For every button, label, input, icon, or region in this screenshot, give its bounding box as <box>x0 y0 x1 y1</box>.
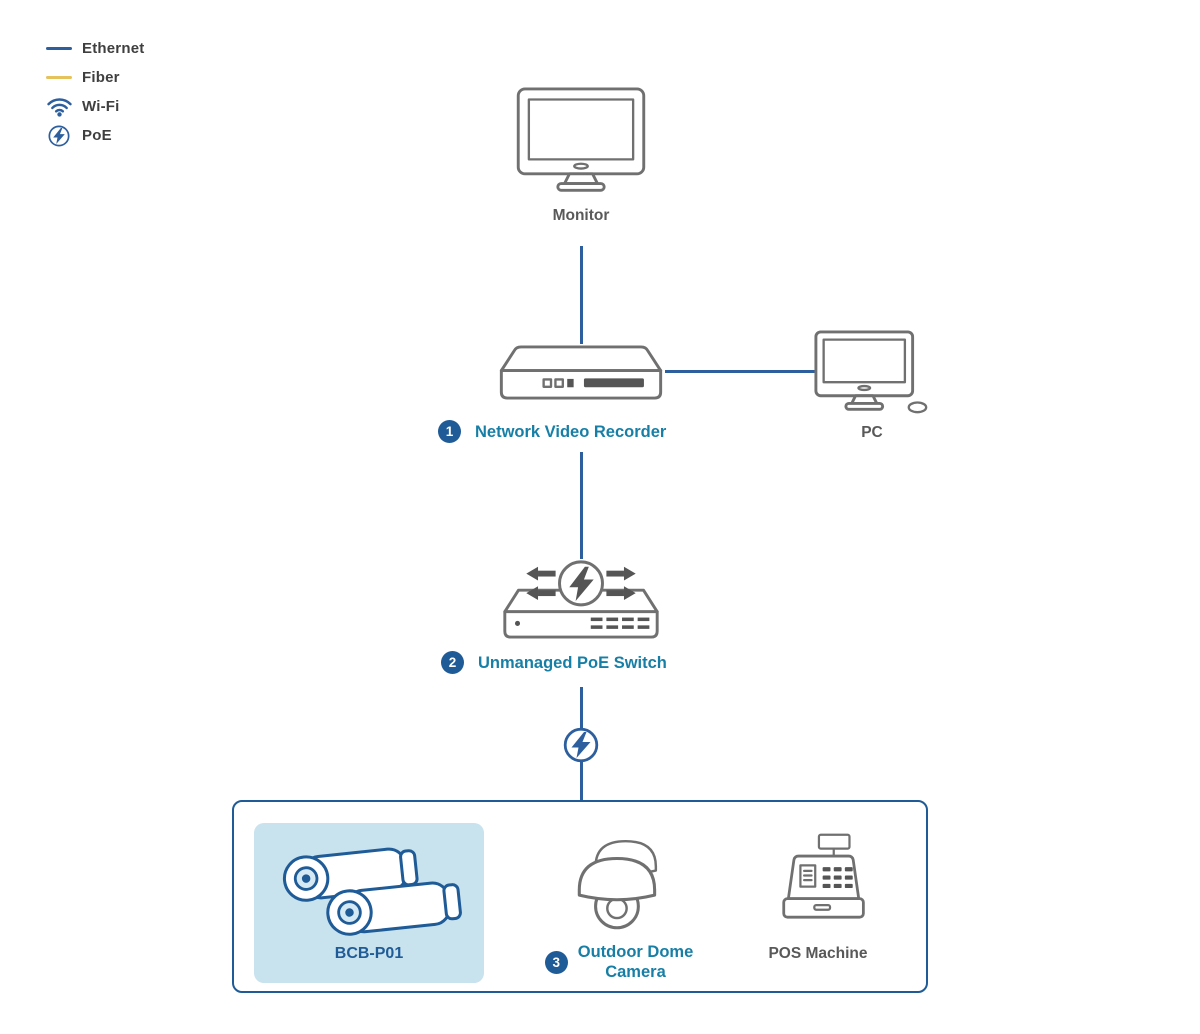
pc-label: PC <box>861 424 883 441</box>
dome-camera-label-line1: Outdoor Dome <box>577 943 694 961</box>
nvr-label-row: 1 Network Video Recorder <box>438 420 666 443</box>
right-arrows-icon <box>606 566 636 600</box>
legend-label-ethernet: Ethernet <box>82 40 145 57</box>
pos-machine-node: POS Machine <box>730 832 906 963</box>
step-badge-3: 3 <box>544 950 568 974</box>
connector-nvr-switch <box>580 452 583 559</box>
pc-node: PC <box>812 329 932 442</box>
monitor-label: Monitor <box>552 207 610 224</box>
bullet-camera-label: BCB-P01 <box>334 945 404 962</box>
legend-item-fiber: Fiber <box>44 63 144 92</box>
legend: Ethernet Fiber Wi-Fi <box>44 34 144 150</box>
dome-camera-label-line2: Camera <box>605 963 666 981</box>
nvr-icon <box>499 345 663 400</box>
legend-label-poe: PoE <box>82 127 112 144</box>
pc-icon <box>814 330 928 414</box>
switch-label: Unmanaged PoE Switch <box>478 653 667 672</box>
legend-label-wifi: Wi-Fi <box>82 98 120 115</box>
pos-machine-label: POS Machine <box>768 945 868 962</box>
step-badge-2: 2 <box>441 651 464 674</box>
nvr-label: Network Video Recorder <box>475 422 667 441</box>
connector-monitor-nvr <box>580 246 583 344</box>
dome-camera-icon <box>577 839 658 930</box>
poe-icon <box>44 124 74 147</box>
switch-label-row: 2 Unmanaged PoE Switch <box>441 651 667 674</box>
pos-machine-icon <box>782 833 865 919</box>
poe-switch-icon <box>503 560 659 639</box>
wifi-icon <box>44 96 74 117</box>
fiber-line-icon <box>44 76 74 79</box>
poe-icon <box>563 727 599 763</box>
ethernet-line-icon <box>44 47 74 50</box>
connector-nvr-pc <box>665 370 815 373</box>
step-badge-1: 1 <box>438 420 461 443</box>
bullet-camera-icon <box>282 847 462 936</box>
monitor-icon <box>516 87 646 192</box>
legend-item-wifi: Wi-Fi <box>44 92 144 121</box>
legend-label-fiber: Fiber <box>82 69 120 86</box>
left-arrows-icon <box>526 566 556 600</box>
legend-item-ethernet: Ethernet <box>44 34 144 63</box>
bullet-camera-card: BCB-P01 <box>254 823 484 983</box>
legend-item-poe: PoE <box>44 121 144 150</box>
monitor-node: Monitor <box>515 86 647 225</box>
